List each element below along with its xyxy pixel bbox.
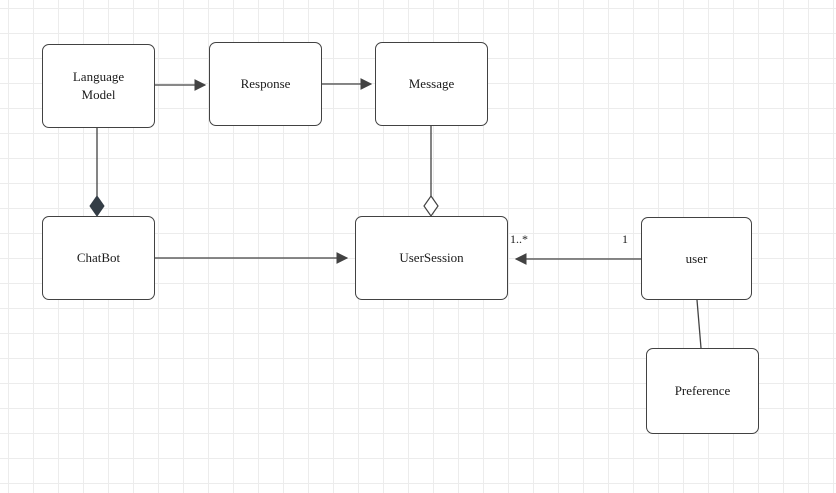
node-label-preference: Preference [674,383,731,399]
node-language-model[interactable]: Language Model [42,44,155,128]
node-message[interactable]: Message [375,42,488,126]
node-response[interactable]: Response [209,42,322,126]
composition-diamond-icon [89,195,105,217]
node-label-response: Response [240,76,291,92]
node-label-user-session: UserSession [399,250,464,266]
node-preference[interactable]: Preference [646,348,759,434]
node-label-message: Message [408,76,455,92]
node-user-session[interactable]: UserSession [355,216,508,300]
node-label-chatbot: ChatBot [76,250,121,266]
node-user[interactable]: user [641,217,752,300]
node-label-language-model: Language Model [72,69,125,102]
multiplicity-label-usersession: 1..* [510,232,528,246]
node-label-user: user [685,250,708,266]
edge-user-preference [696,299,702,349]
multiplicity-label-user: 1 [622,232,628,246]
aggregation-diamond-icon [423,194,439,218]
node-chatbot[interactable]: ChatBot [42,216,155,300]
